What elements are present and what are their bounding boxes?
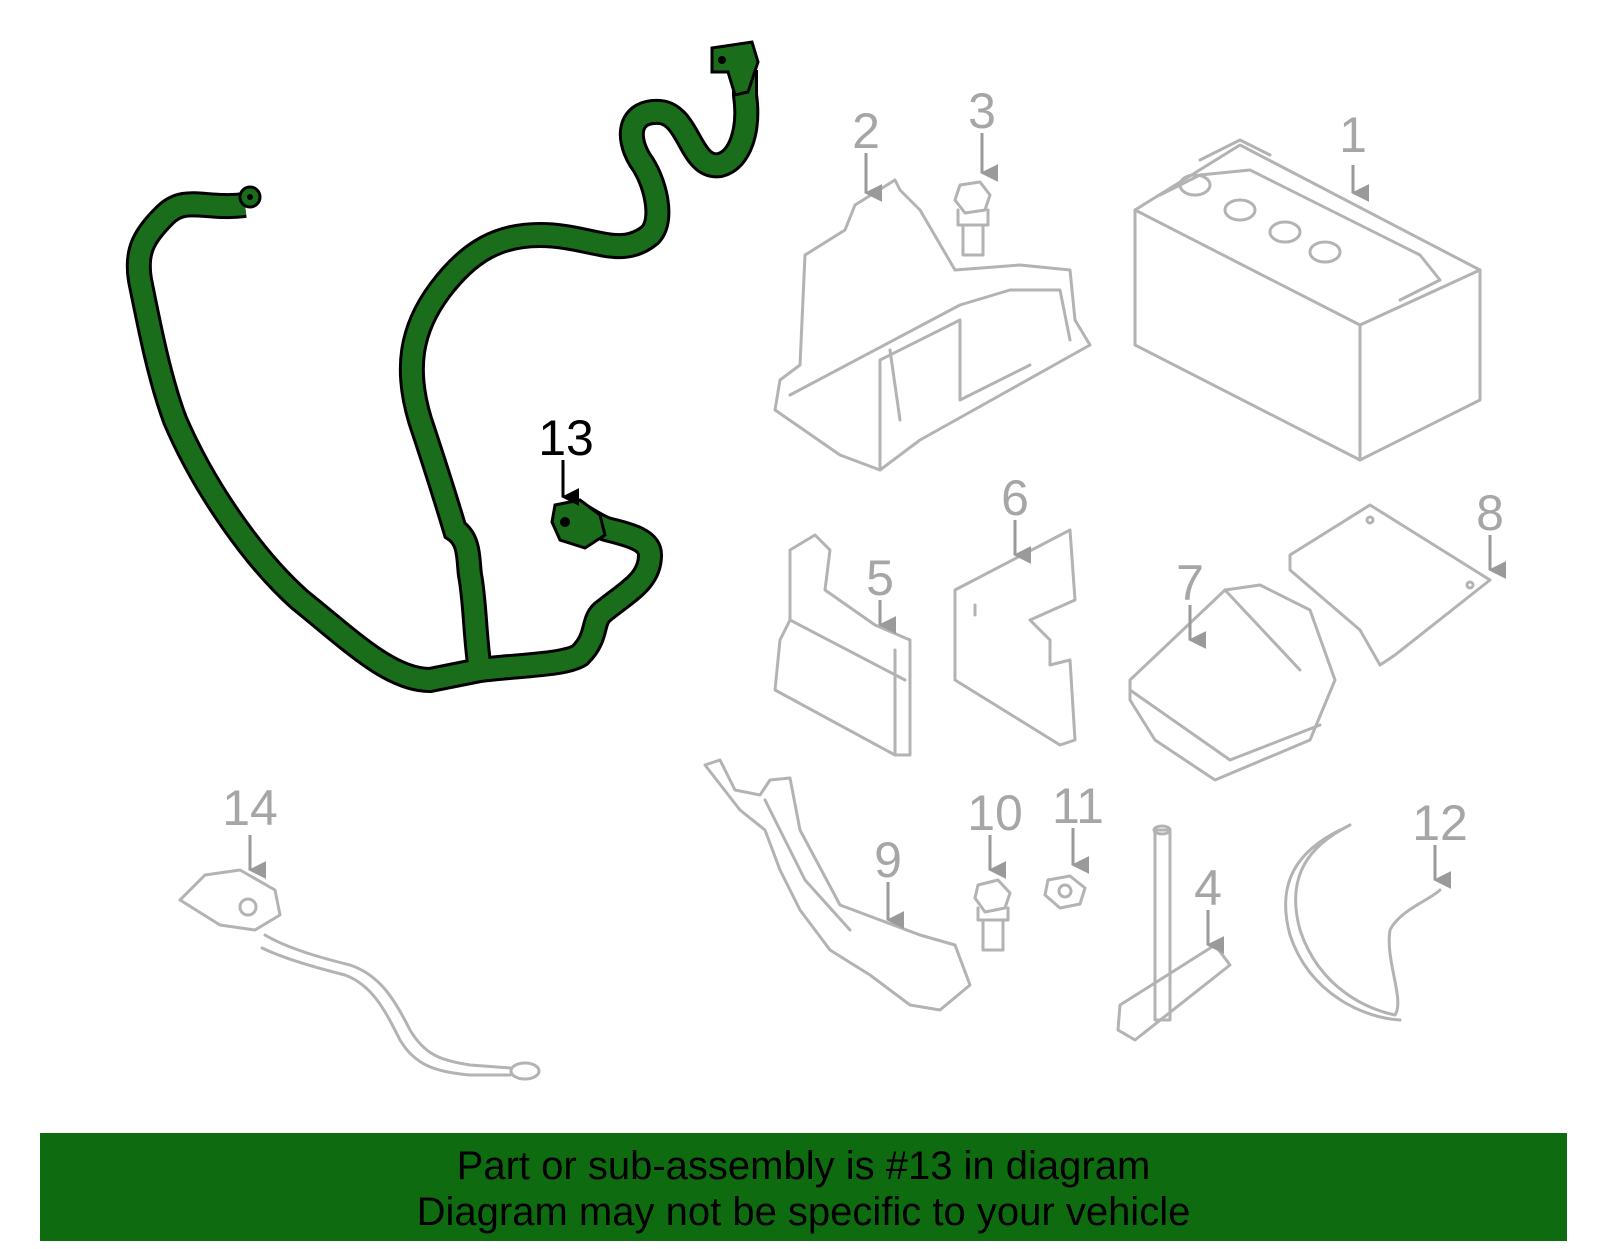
part-10-bolt [973, 878, 1012, 952]
part-8-shield [1288, 503, 1492, 667]
callout-11[interactable]: 11 [1052, 778, 1104, 834]
part-5-bracket [773, 533, 912, 757]
info-banner: Part or sub-assembly is #13 in diagram D… [40, 1133, 1567, 1241]
callout-9[interactable]: 9 [874, 832, 902, 888]
callout-7[interactable]: 7 [1176, 555, 1204, 611]
callout-12[interactable]: 12 [1412, 795, 1468, 851]
callout-13[interactable]: 13 [538, 410, 594, 466]
callout-3[interactable]: 3 [968, 83, 996, 139]
banner-disclaimer: Diagram may not be specific to your vehi… [416, 1190, 1191, 1234]
callout-4[interactable]: 4 [1194, 860, 1222, 916]
part-2-battery-tray [773, 178, 1092, 472]
callout-14[interactable]: 14 [222, 780, 278, 836]
banner-part-message: Part or sub-assembly is #13 in diagram [456, 1144, 1151, 1188]
part-14-terminal-cable [178, 868, 541, 1081]
part-3-bolt [953, 180, 992, 257]
callout-5[interactable]: 5 [866, 550, 894, 606]
part-12-cable [1284, 823, 1442, 1022]
part-6-plate [953, 528, 1077, 747]
part-7-cover [1128, 583, 1337, 782]
part-4-hold-down [1116, 824, 1232, 1042]
part-9-support [703, 758, 972, 1012]
callout-10[interactable]: 10 [967, 785, 1023, 841]
callout-8[interactable]: 8 [1476, 485, 1504, 541]
part-11-nut [1043, 874, 1087, 910]
callout-6[interactable]: 6 [1001, 470, 1029, 526]
callout-1[interactable]: 1 [1339, 107, 1367, 163]
part-1-battery [1133, 138, 1482, 462]
callout-2[interactable]: 2 [852, 103, 880, 159]
part-13-cable-harness[interactable] [139, 40, 760, 680]
